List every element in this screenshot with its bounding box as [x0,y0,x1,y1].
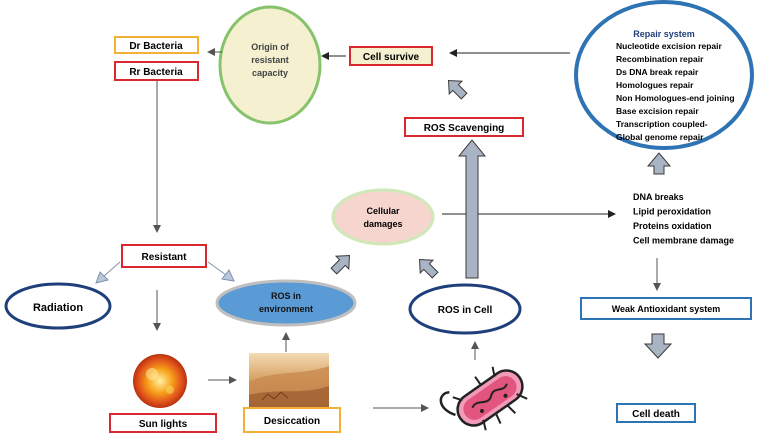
ros-scavenging-box: ROS Scavenging [404,117,524,137]
repair-system-ellipse: Repair system Nucleotide excision repair… [574,0,754,150]
weak-antioxidant-box: Weak Antioxidant system [580,297,752,320]
desert-image [249,353,329,408]
ros-environment-ellipse: ROS in environment [215,279,357,327]
cell-survive-box: Cell survive [349,46,433,66]
arrow-ros-cell-to-cellular [418,258,439,279]
sun-image [133,354,187,408]
origin-line-3: capacity [252,68,288,78]
bacterium-image [439,366,528,431]
damage-item-1: DNA breaks [633,192,684,202]
arrow-ros-env-to-cellular [330,254,351,275]
origin-ellipse: Origin of resistant capacity [218,5,322,125]
cell-death-label: Cell death [632,409,680,420]
resistant-box: Resistant [121,244,207,268]
rr-bacteria-label: Rr Bacteria [129,67,183,78]
repair-item-7: Transcription coupled- [616,119,708,129]
cellular-line-2: damages [363,219,402,229]
arrow-resistant-to-ros-env [207,261,227,276]
desiccation-box: Desiccation [243,407,341,433]
cell-death-box: Cell death [616,403,696,423]
resistant-side-arrows [95,261,235,284]
ros-env-line-1: ROS in [271,291,301,301]
block-arrows [330,79,673,359]
ros-scavenging-label: ROS Scavenging [424,123,505,134]
rr-bacteria-box: Rr Bacteria [114,61,199,81]
radiation-label: Radiation [33,302,83,314]
arrow-ros-cell-to-scavenging [457,139,487,279]
repair-item-8: Global genome repair [616,132,704,142]
desiccation-label: Desiccation [264,416,320,427]
repair-item-6: Base excision repair [616,106,699,116]
origin-line-1: Origin of [251,42,289,52]
damage-item-3: Proteins oxidation [633,221,712,231]
arrow-weak-to-death [643,333,673,359]
weak-antioxidant-label: Weak Antioxidant system [612,304,721,314]
damage-item-2: Lipid peroxidation [633,207,711,217]
damage-item-4: Cell membrane damage [633,236,734,246]
repair-system-title: Repair system [633,29,695,39]
repair-items-list: Nucleotide excision repairRecombination … [616,41,735,142]
cellular-line-1: Cellular [366,206,400,216]
sun-lights-box: Sun lights [109,413,217,433]
repair-item-1: Nucleotide excision repair [616,41,723,51]
ros-cell-ellipse: ROS in Cell [408,283,522,335]
repair-item-4: Homologues repair [616,80,694,90]
radiation-ellipse: Radiation [4,282,112,330]
cellular-damages-ellipse: Cellular damages [331,188,435,246]
dr-bacteria-label: Dr Bacteria [129,41,183,52]
arrow-damages-to-repair [646,152,672,175]
dr-bacteria-box: Dr Bacteria [114,36,199,54]
ros-env-line-2: environment [259,304,313,314]
arrow-scavenging-to-cellsurvive [447,79,468,100]
ros-cell-label: ROS in Cell [438,305,493,316]
resistant-label: Resistant [141,252,187,263]
repair-item-3: Ds DNA break repair [616,67,699,77]
sun-lights-label: Sun lights [139,419,188,430]
repair-item-5: Non Homologues-end joining [616,93,735,103]
arrow-resistant-to-radiation [103,261,121,277]
origin-line-2: resistant [251,55,289,65]
cell-survive-label: Cell survive [363,52,420,63]
repair-item-2: Recombination repair [616,54,704,64]
